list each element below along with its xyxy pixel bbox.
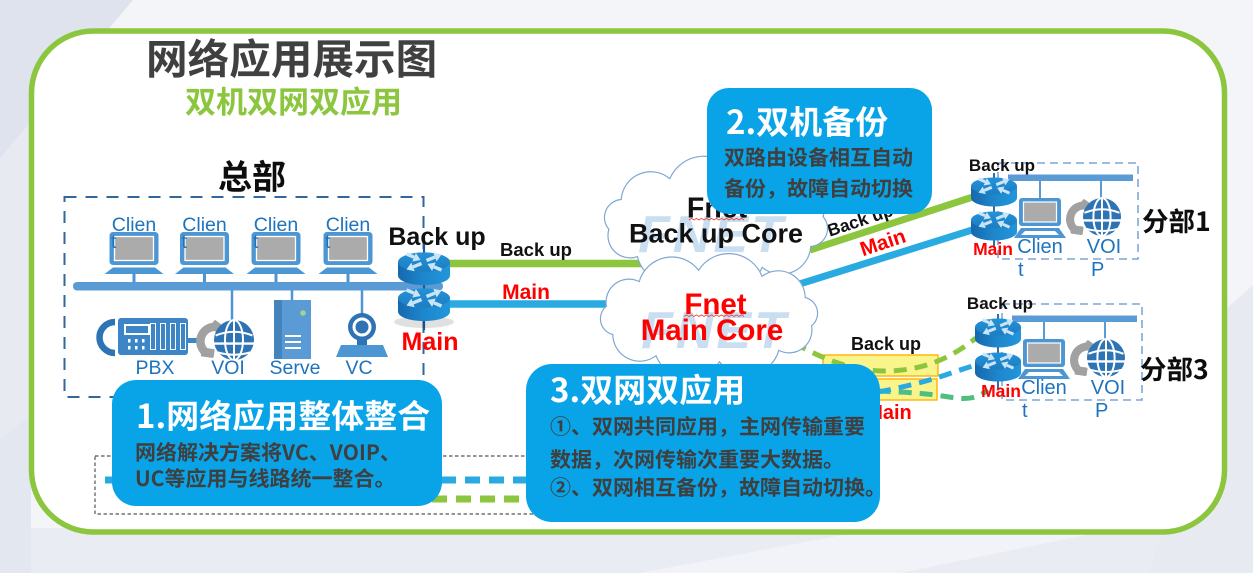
svg-text:Main Core: Main Core — [641, 314, 784, 347]
svg-text:Back up Core: Back up Core — [629, 219, 803, 249]
svg-text:FNET: FNET — [638, 206, 787, 264]
svg-text:VOI: VOI — [211, 357, 245, 379]
svg-text:Clien: Clien — [1021, 377, 1067, 399]
svg-text:Clien: Clien — [112, 214, 156, 236]
svg-text:P: P — [1095, 400, 1108, 422]
svg-text:Clien: Clien — [254, 214, 298, 236]
svg-text:t: t — [325, 231, 331, 253]
svg-text:Back up: Back up — [969, 156, 1035, 175]
svg-text:Clien: Clien — [1017, 236, 1063, 258]
svg-text:Back up: Back up — [967, 294, 1033, 313]
svg-text:t: t — [1018, 259, 1024, 281]
svg-text:FNET: FNET — [641, 302, 790, 360]
svg-text:VOI: VOI — [1087, 236, 1121, 258]
svg-text:t: t — [111, 231, 117, 253]
svg-text:Back up: Back up — [388, 223, 485, 251]
svg-text:Main: Main — [502, 281, 550, 304]
svg-text:PBX: PBX — [135, 357, 174, 379]
svg-text:Serve: Serve — [270, 357, 321, 379]
svg-text:Main: Main — [402, 328, 459, 356]
svg-text:VOI: VOI — [1091, 377, 1125, 399]
svg-text:VC: VC — [345, 357, 372, 379]
svg-text:t: t — [253, 231, 259, 253]
svg-text:Back up: Back up — [851, 334, 921, 354]
svg-text:Clien: Clien — [326, 214, 370, 236]
svg-text:t: t — [182, 231, 188, 253]
svg-text:Back up: Back up — [500, 239, 572, 260]
svg-text:Clien: Clien — [182, 214, 226, 236]
svg-text:Main: Main — [981, 381, 1021, 401]
svg-text:P: P — [1091, 259, 1104, 281]
svg-text:t: t — [1022, 400, 1028, 422]
svg-text:Main: Main — [973, 239, 1013, 259]
